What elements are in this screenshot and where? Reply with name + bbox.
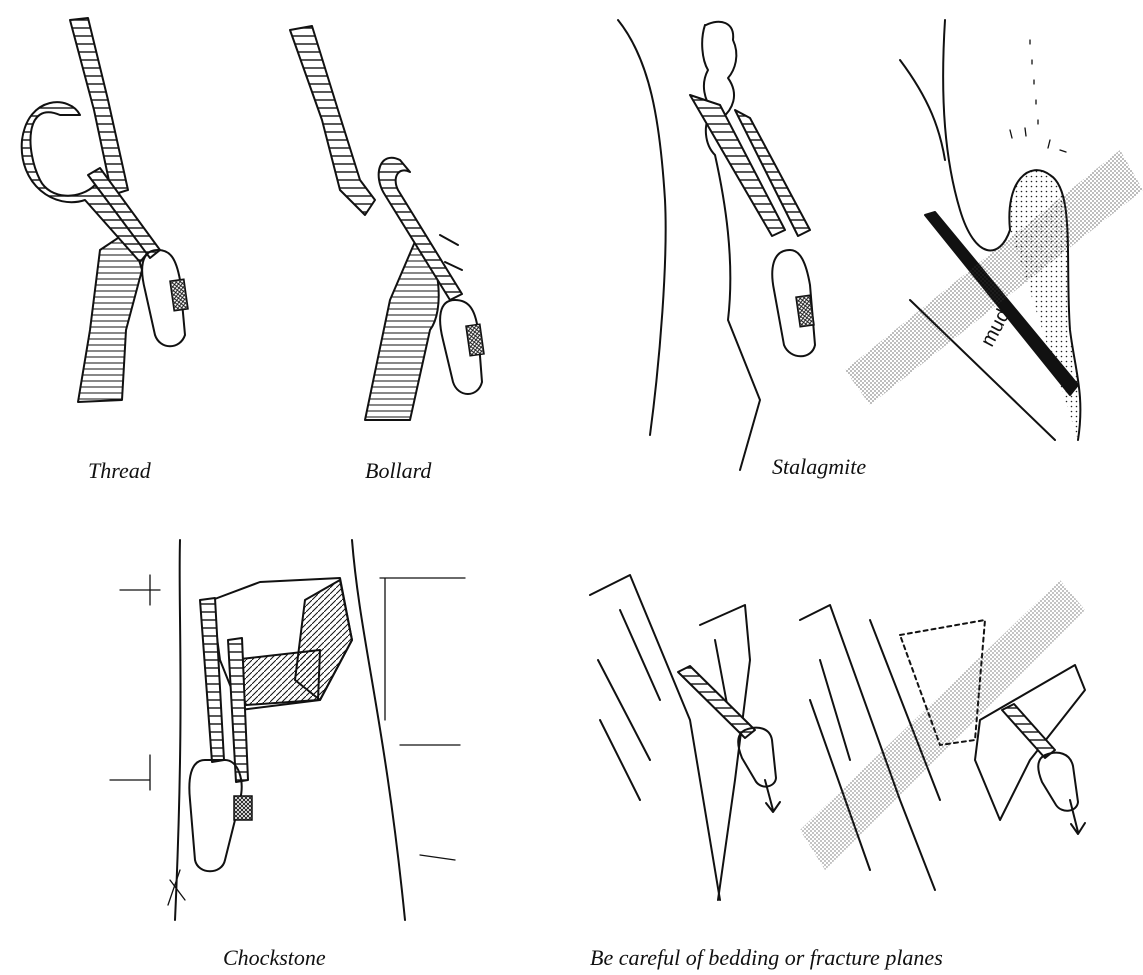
caption-bollard: Bollard [365,458,432,483]
caption-chockstone: Chockstone [223,945,326,970]
bollard-screwgate [466,324,484,356]
bollard-rope [290,26,375,215]
thread-rock-flake [78,230,142,402]
mud-illustration: mud [845,20,1143,440]
caption-thread: Thread [88,458,152,483]
chock-crack-right [352,540,405,920]
chock-screwgate [234,796,252,820]
stalagmite-rock-face [618,20,666,435]
chock-wall-marks [110,575,465,905]
bedding-right-carabiner [1038,753,1078,811]
thread-illustration [22,18,188,402]
caption-stalagmite: Stalagmite [772,454,866,479]
bedding-left-flake [700,605,750,900]
mud-fracture-band [845,150,1143,405]
stalagmite-formation [702,25,760,470]
chock-sling [200,598,224,762]
caption-bedding: Be careful of bedding or fracture planes [590,945,943,970]
bedding-illustration [590,575,1085,900]
bollard-illustration [290,26,484,420]
bedding-fracture-band [800,580,1085,870]
mud-wall-left [900,60,945,160]
mud-drips [1010,40,1066,152]
chockstone-illustration [110,540,465,920]
bedding-right-sling [1002,704,1055,758]
bedding-left-sling [678,666,755,738]
thread-sling-loop [22,102,150,262]
thread-screwgate [170,279,188,311]
mud-wall-right [943,20,1010,250]
stalagmite-illustration [618,20,815,470]
chock-crack-left [175,540,181,920]
